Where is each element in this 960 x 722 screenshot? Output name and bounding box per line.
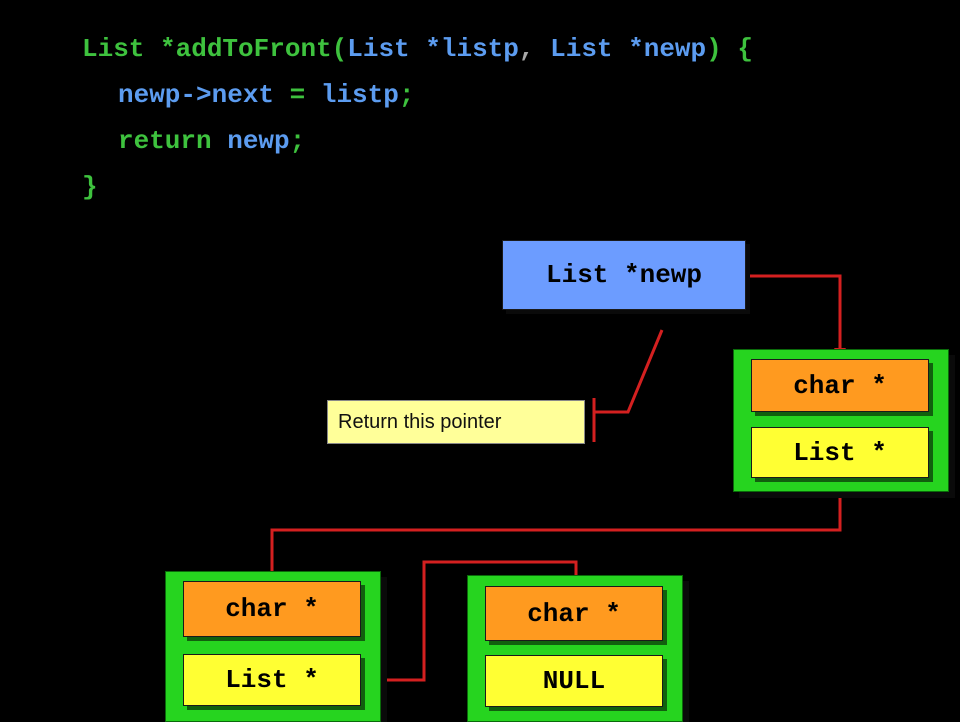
code-token: ) { [706,34,753,64]
code-token: *addToFront( [160,34,348,64]
callout-pointer-line [594,329,664,414]
code-token: listp [320,80,399,110]
code-token: newp [227,126,290,156]
code-line-3: return newp; [82,118,753,164]
newp-pointer-box: List *newp [502,240,746,310]
node2-to-node3-arrow [362,560,578,682]
code-token: List [82,34,161,64]
node1-to-node2-arrow [270,478,842,578]
code-token: } [82,172,98,202]
newp-to-node1-arrow [746,274,842,352]
code-token: ; [289,126,306,156]
code-line-1: List *addToFront(List *listp, List *newp… [82,26,753,72]
code-token: newp->next [118,80,275,110]
code-token: return [118,126,228,156]
node2-char-field: char * [183,581,361,637]
code-token: List *newp [550,34,707,64]
code-token: = [274,80,321,110]
code-token: , [518,34,551,64]
node2-list-field: List * [183,654,361,706]
node3-null-field: NULL [485,655,663,707]
return-pointer-callout: Return this pointer [327,400,585,444]
code-token: List *listp [347,34,519,64]
code-line-2: newp->next = listp; [82,72,753,118]
node1-char-field: char * [751,359,929,412]
code-block: List *addToFront(List *listp, List *newp… [82,26,753,210]
code-line-4: } [82,164,753,210]
node3-char-field: char * [485,586,663,641]
code-token: ; [398,80,415,110]
node1-list-field: List * [751,427,929,478]
